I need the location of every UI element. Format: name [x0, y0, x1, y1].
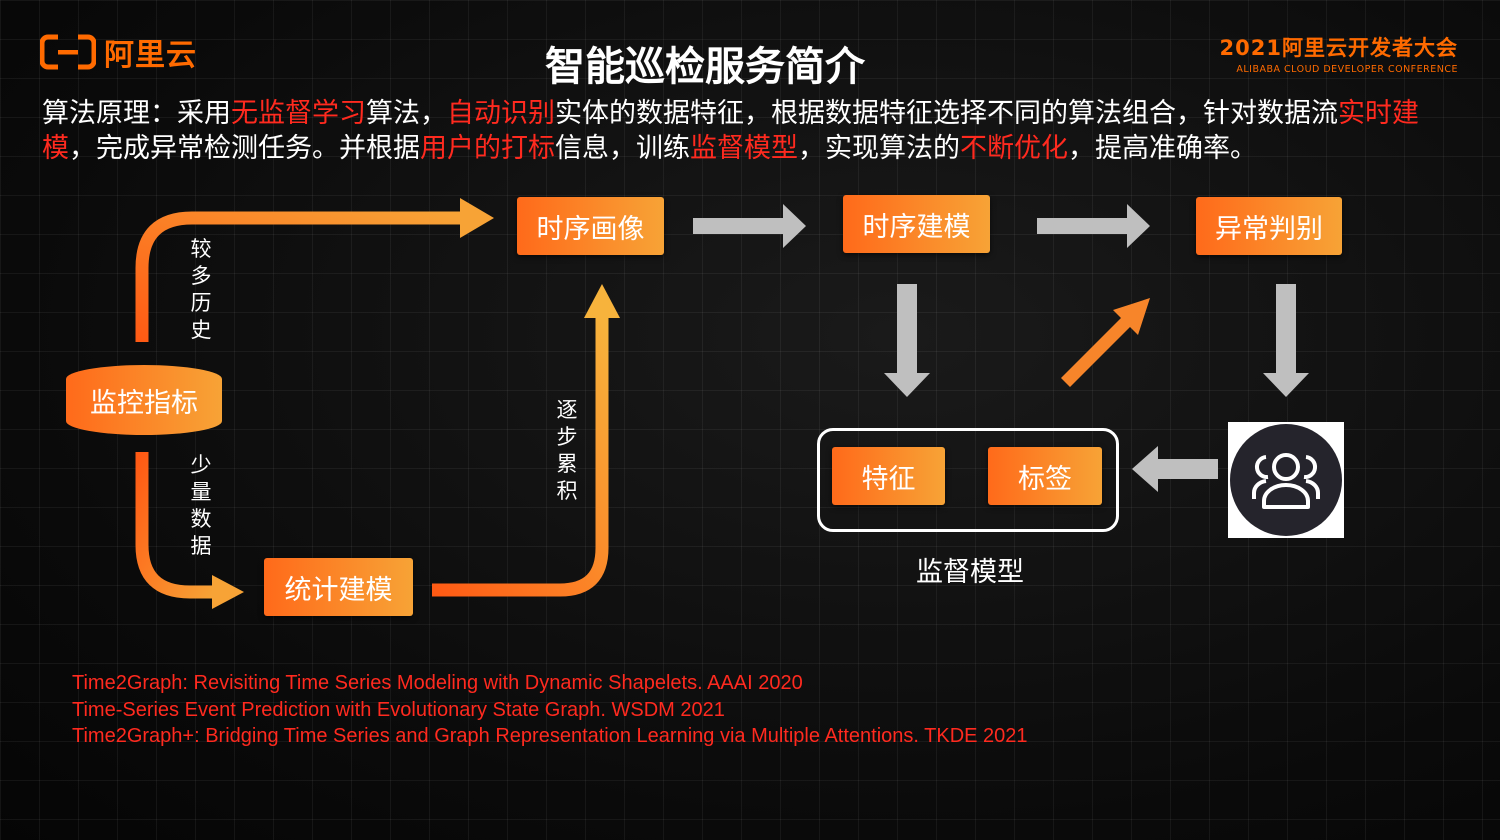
conference-badge: 2021阿里云开发者大会 ALIBABA CLOUD DEVELOPER CON… — [1220, 32, 1458, 75]
arrow-history-head — [460, 198, 494, 238]
desc-segment: ，完成异常检测任务。并根据 — [69, 133, 420, 164]
conference-subtitle: ALIBABA CLOUD DEVELOPER CONFERENCE — [1236, 64, 1458, 75]
page-title: 智能巡检服务简介 — [545, 44, 865, 90]
vertical-label-char: 多 — [190, 264, 212, 288]
logo-text: 阿里云 — [104, 38, 197, 73]
desc-highlight: 自动识别 — [447, 98, 555, 129]
alibaba-cloud-logo: 阿里云 — [40, 32, 197, 73]
alibaba-cloud-logo-icon — [40, 34, 96, 70]
arrow-history-branch — [135, 211, 462, 342]
node-anomaly-detection: 异常判别 — [1196, 197, 1342, 255]
node-feature: 特征 — [832, 447, 945, 505]
node-time-series-modeling: 时序建模 — [843, 195, 990, 253]
supervised-model-label: 监督模型 — [916, 557, 1024, 588]
vertical-label-char: 数 — [190, 507, 212, 531]
reference-item: Time2Graph: Revisiting Time Series Model… — [72, 672, 803, 694]
vertical-label-char: 较 — [190, 237, 212, 261]
desc-highlight: 不断优化 — [960, 133, 1068, 164]
desc-segment: 实体的数据特征，根据数据特征选择不同的算法组合，针对数据流 — [555, 98, 1338, 129]
arrow-accumulate — [432, 318, 609, 597]
arrow-accumulate-head — [584, 284, 620, 318]
vertical-label-char: 积 — [556, 479, 578, 503]
arrow-model-to-supervised — [884, 284, 930, 397]
arrow-few-data-branch — [135, 452, 214, 599]
references: Time2Graph: Revisiting Time Series Model… — [72, 670, 1028, 750]
conference-name: 2021阿里云开发者大会 — [1219, 36, 1458, 60]
arrow-profile-to-model — [693, 204, 806, 248]
desc-segment: 算法原理：采用 — [42, 98, 231, 129]
node-tag: 标签 — [988, 447, 1102, 505]
desc-segment: ，实现算法的 — [798, 133, 960, 164]
arrow-few-data-head — [212, 575, 244, 609]
supervised-model-group — [817, 428, 1119, 532]
desc-highlight: 用户的打标 — [420, 133, 555, 164]
node-monitor-metrics: 监控指标 — [66, 365, 222, 435]
reference-item: Time-Series Event Prediction with Evolut… — [72, 698, 725, 721]
node-statistical-modeling: 统计建模 — [264, 558, 413, 616]
reference-item: Time2Graph+: Bridging Time Series and Gr… — [72, 725, 1028, 747]
label-few-data: 少量数据 — [186, 452, 216, 560]
desc-segment: 信息，训练 — [555, 133, 690, 164]
vertical-label-char: 史 — [190, 318, 212, 342]
vertical-label-char: 少 — [190, 453, 212, 477]
vertical-label-char: 量 — [190, 480, 212, 504]
vertical-label-char: 历 — [190, 291, 212, 315]
desc-segment: ，提高准确率。 — [1068, 133, 1257, 164]
algorithm-description: 算法原理：采用无监督学习算法，自动识别实体的数据特征，根据数据特征选择不同的算法… — [42, 96, 1462, 166]
label-accumulate: 逐步累积 — [552, 397, 582, 505]
users-icon — [1251, 453, 1321, 509]
vertical-label-char: 据 — [190, 534, 212, 558]
vertical-label-char: 步 — [556, 425, 578, 449]
desc-highlight: 无监督学习 — [231, 98, 366, 129]
desc-highlight: 实时建模 — [42, 98, 1419, 164]
arrow-supervised-to-anomaly — [1061, 298, 1150, 387]
vertical-label-char: 逐 — [556, 398, 578, 422]
label-more-history: 较多历史 — [186, 236, 216, 344]
arrow-model-to-anomaly — [1037, 204, 1150, 248]
arrow-anomaly-to-users — [1263, 284, 1309, 397]
arrow-users-to-tag — [1132, 446, 1218, 492]
users-group-icon — [1228, 422, 1344, 538]
node-time-series-profile: 时序画像 — [517, 197, 664, 255]
desc-highlight: 监督模型 — [690, 133, 798, 164]
desc-segment: 算法， — [366, 98, 447, 129]
vertical-label-char: 累 — [556, 452, 578, 476]
